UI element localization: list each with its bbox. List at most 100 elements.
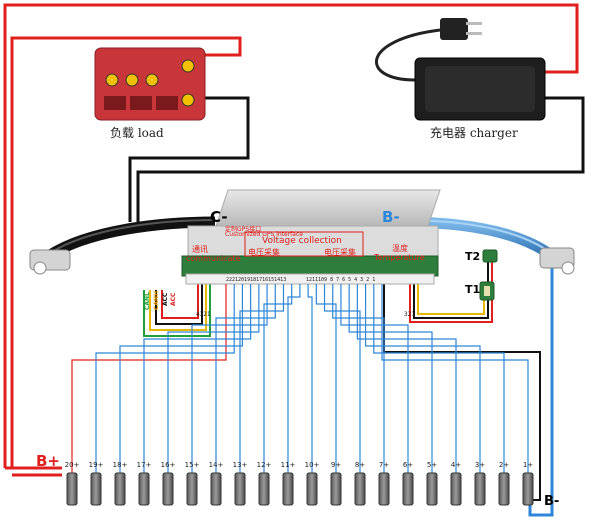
cell-number: 7+ [378, 461, 390, 469]
battery-cell [378, 472, 390, 506]
cell-number: 12+ [256, 461, 272, 469]
battery-cells [66, 472, 534, 506]
balance-wire [287, 284, 301, 473]
comm-black-wire [155, 282, 203, 325]
load-black-wire [128, 96, 250, 222]
c-minus-cable [47, 216, 216, 260]
wire-label-canl: CANL [144, 292, 151, 310]
right-lug [539, 247, 575, 275]
temp-en-label: Temperature [374, 253, 425, 262]
t2-label: T2 [465, 250, 481, 263]
balance-wire [119, 284, 244, 473]
balance-wires [71, 284, 529, 473]
b-plus-red-wire-2 [10, 36, 242, 468]
battery-cell [138, 472, 150, 506]
b-minus-label: B- [382, 208, 400, 226]
cell-number: 6+ [402, 461, 414, 469]
battery-cell [426, 472, 438, 506]
cell-number: 3+ [474, 461, 486, 469]
c-minus-cable-hl [49, 219, 216, 254]
battery-cell [330, 472, 342, 506]
battery-cell [474, 472, 486, 506]
voltage-cn-1: 电压采集 [248, 248, 280, 257]
cell-number: 8+ [354, 461, 366, 469]
voltage-box [244, 231, 364, 257]
voltage-cn-2: 电压采集 [324, 248, 356, 257]
battery-cell [66, 472, 78, 506]
cell-number: 4+ [450, 461, 462, 469]
cell-number: 1+ [522, 461, 534, 469]
left-lug [29, 249, 71, 275]
battery-cell [210, 472, 222, 506]
cell-number: 13+ [232, 461, 248, 469]
cell-number: 18+ [112, 461, 128, 469]
balance-wire [315, 284, 337, 473]
cell-number: 15+ [184, 461, 200, 469]
comm-red-wire [161, 282, 199, 319]
port-note-cn: 定制GPS接口 [225, 226, 262, 233]
charger-label: 充电器 charger [430, 126, 518, 140]
wire-label-acc2: ACC [162, 292, 169, 306]
b-minus-bottom-label: B- [544, 494, 560, 509]
balance-wire [215, 284, 276, 473]
pins-right: 1211109 8 7 6 5 4 3 2 1 [306, 277, 376, 283]
temp-yellow-wire [417, 282, 485, 315]
balance-wire [364, 284, 481, 473]
b-plus-red-wire [3, 3, 579, 468]
battery-cell [498, 472, 510, 506]
balance-wire [332, 284, 385, 473]
battery-cell [450, 472, 462, 506]
pins-comm: 4321 [196, 311, 211, 318]
balance-wire [307, 284, 313, 473]
balance-wire [167, 284, 260, 473]
cell-number: 14+ [208, 461, 224, 469]
comm-yellow-wire [149, 282, 207, 331]
temp-cn-label: 温度 [392, 244, 408, 253]
voltage-en-label: Voltage collection [262, 236, 342, 246]
battery-cell [306, 472, 318, 506]
battery-cell [402, 472, 414, 506]
bms-board-top [215, 189, 441, 227]
battery-cell [354, 472, 366, 506]
balance-wire [340, 284, 409, 473]
cell-number: 10+ [304, 461, 320, 469]
charger-black-wire [136, 96, 585, 222]
t1-label: T1 [465, 283, 481, 296]
balance-wire [71, 284, 227, 473]
battery-cell [234, 472, 246, 506]
balance-wire [239, 284, 285, 473]
plug-icon [440, 18, 482, 40]
battery-cell [90, 472, 102, 506]
battery-cell [114, 472, 126, 506]
port-note-en: Customized GPS interface [225, 231, 303, 238]
balance-wire [381, 284, 529, 473]
balance-wire [348, 284, 433, 473]
cell-number: 16+ [160, 461, 176, 469]
comm-green-wire [143, 282, 211, 337]
battery-cell [162, 472, 174, 506]
pins-temp: 321 [404, 311, 415, 318]
t2-sensor [482, 249, 498, 263]
comm-cn-label: 通讯 [192, 245, 208, 254]
pins-left: 22212019181716151413 [226, 277, 287, 283]
battery-cell [282, 472, 294, 506]
balance-wire [373, 284, 505, 473]
cell-number: 5+ [426, 461, 438, 469]
load-label: 负载 load [110, 126, 164, 140]
c-minus-label: C- [210, 208, 228, 226]
cell-number: 20+ [64, 461, 80, 469]
battery-cell [186, 472, 198, 506]
battery-cell [522, 472, 534, 506]
wire-label-acc: ACC [170, 292, 177, 306]
cell-number: 2+ [498, 461, 510, 469]
balance-wire [323, 284, 361, 473]
cell-number: 9+ [330, 461, 342, 469]
balance-wire [356, 284, 457, 473]
cell-number: 19+ [88, 461, 104, 469]
cell-number: 17+ [136, 461, 152, 469]
battery-cell [258, 472, 270, 506]
charger-cord [375, 28, 441, 82]
balance-wire [263, 284, 293, 473]
bms-board-connector-strip [185, 273, 435, 285]
